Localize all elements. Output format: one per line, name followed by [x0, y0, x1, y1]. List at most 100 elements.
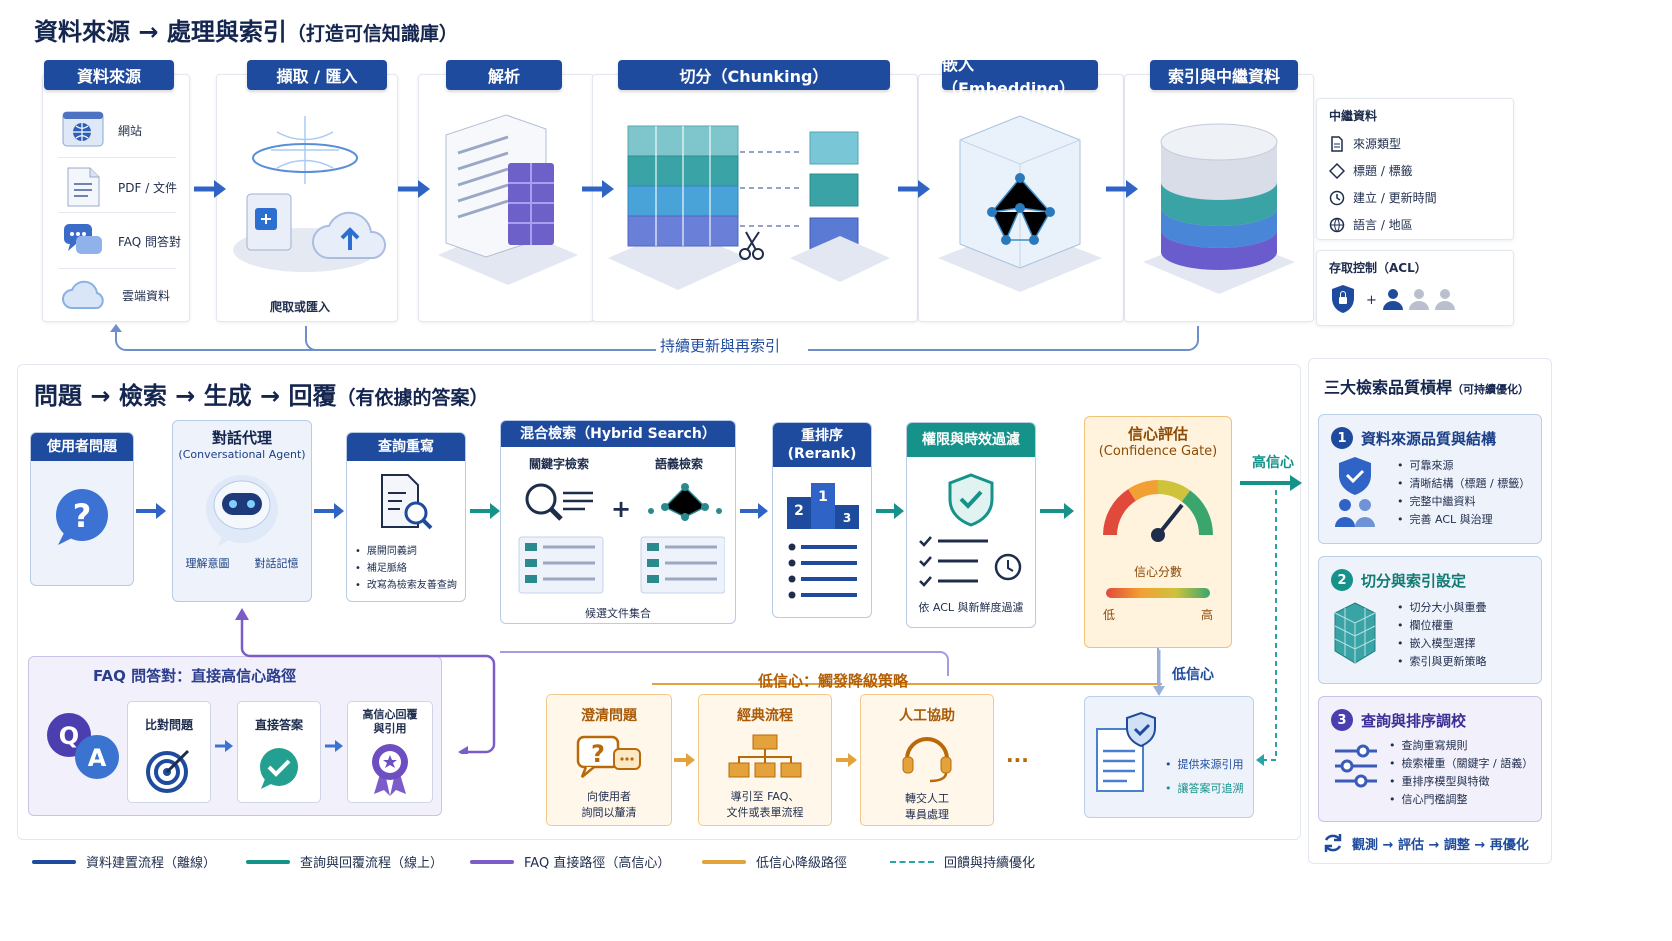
quality-subtitle: （可持續優化） [1452, 383, 1530, 396]
clock-icon [1329, 190, 1345, 205]
lever-bullet: 查詢重寫規則 [1389, 737, 1533, 755]
agent-panel: 對話代理 (Conversational Agent) 理解意圖 對話記憶 [172, 420, 312, 602]
rewrite-title: 查詢重寫 [347, 433, 465, 461]
ingest-illustration [233, 116, 386, 272]
stage-ingest: 擷取 / 匯入 [247, 60, 387, 90]
fallback-more: ··· [1006, 748, 1029, 772]
confidence-high-label: 高 [1200, 608, 1213, 622]
faq-step-direct: 直接答案 [237, 701, 321, 803]
agent-title: 對話代理 [211, 429, 272, 447]
headset-icon [902, 737, 952, 783]
source-label: PDF / 文件 [118, 180, 178, 195]
metadata-panel: 中繼資料 來源類型 標題 / 標籤 建立 / 更新時間 語言 / 地區 [1316, 98, 1514, 240]
legend-swatch [32, 859, 76, 864]
filter-caption: 依 ACL 與新鮮度過濾 [918, 601, 1024, 614]
low-conf-arrow [1153, 650, 1165, 696]
agent-subtitle: (Conversational Agent) [178, 448, 306, 461]
legend-swatch [470, 859, 514, 864]
caption-line: 轉交人工 [905, 792, 949, 805]
hybrid-plus: + [611, 495, 632, 523]
doc-shield-icon [1096, 711, 1156, 792]
caption-line: 導引至 FAQ、 [730, 790, 800, 803]
stage-parse: 解析 [446, 60, 562, 90]
metadata-item: 來源類型 [1329, 130, 1501, 157]
lever-bullet: 切分大小與重疊 [1397, 599, 1487, 617]
lever-bullet: 檢索權重（關鍵字 / 語義） [1389, 755, 1534, 773]
user-question-title: 使用者問題 [31, 433, 133, 461]
lever-bullet: 完整中繼資料 [1397, 493, 1530, 511]
top-title-text: 資料來源 → 處理與索引 [34, 18, 287, 46]
stage-embedding: 嵌入（Embedding） [942, 55, 1098, 98]
user-icon [1409, 289, 1429, 310]
checklist-clock-icon [919, 536, 1022, 587]
arrow-right-icon [1106, 180, 1138, 198]
arrow-right-icon [215, 740, 233, 752]
lever-title: 查詢與排序調校 [1361, 711, 1467, 730]
tag-icon [1329, 162, 1345, 179]
confidence-bar [1106, 588, 1210, 598]
agent-label-intent: 理解意圖 [185, 557, 230, 570]
refresh-label: 持續更新與再索引 [656, 335, 785, 356]
question-bubble-icon: ? [56, 489, 108, 545]
lever-number: 3 [1331, 709, 1353, 731]
metadata-item: 標題 / 標籤 [1329, 157, 1501, 184]
stage-chunking: 切分（Chunking） [618, 60, 890, 90]
answer-bullets: 提供來源引用 讓答案可追溯 [1165, 753, 1244, 801]
magnifier-icon [525, 483, 563, 521]
fallback-title: 低信心：觸發降級策略 [758, 672, 909, 690]
legend-swatch [890, 860, 934, 863]
faq-step-title: 比對問題 [144, 718, 193, 732]
flowchart-icon [728, 734, 802, 778]
acl-panel: 存取控制（ACL） + [1316, 250, 1514, 326]
arrow-right-icon [1040, 503, 1074, 519]
file-icon [1331, 135, 1343, 152]
refresh-loop-line [110, 324, 1199, 351]
ingest-card [216, 74, 398, 322]
arrow-right-icon [836, 753, 857, 767]
rewrite-bullet: 改寫為檢索友善查詢 [355, 577, 465, 594]
legend-label: 回饋與持續優化 [944, 856, 1036, 871]
fallback-clarify-title: 澄清問題 [581, 708, 637, 724]
lever-bullets: 切分大小與重疊 欄位權重 嵌入模型選擇 索引與更新策略 [1397, 599, 1487, 671]
podium: 2 1 3 [787, 483, 859, 529]
embedding-illustration [938, 115, 1102, 292]
bottom-title-text: 問題 → 檢索 → 生成 → 回覆 [34, 382, 337, 410]
optimize-cycle: 觀測 → 評估 → 調整 → 再優化 [1322, 832, 1529, 854]
bottom-title: 問題 → 檢索 → 生成 → 回覆（有依據的答案） [34, 376, 488, 411]
rerank-subtitle: (Rerank) [787, 446, 857, 462]
quality-frame [1308, 358, 1552, 864]
arrow-right-icon [898, 180, 930, 198]
stage-sources: 資料來源 [44, 60, 174, 90]
fallback-clarify: 澄清問題 ? 向使用者詢問以釐清 [546, 694, 672, 826]
lever-bullets: 可靠來源 清晰結構（標題 / 標籤） 完整中繼資料 完善 ACL 與治理 [1397, 457, 1531, 529]
legend-label: 低信心降級路徑 [756, 856, 848, 871]
legend-online: 查詢與回覆流程（線上） [246, 852, 443, 871]
arrow-right-icon [740, 503, 768, 519]
chunk-illustration [608, 125, 890, 290]
high-conf-label: 高信心 [1252, 455, 1294, 471]
lever-bullet: 完善 ACL 與治理 [1397, 511, 1530, 529]
document-icon [67, 167, 100, 207]
arrow-right-icon [194, 180, 226, 198]
confidence-panel: 信心評估 (Confidence Gate) 信心分數 低 高 [1084, 416, 1232, 648]
ingest-caption: 爬取或匯入 [270, 300, 331, 314]
question-chat-icon: ? [576, 735, 641, 778]
source-item-cloud: 雲端資料 [60, 274, 170, 316]
metadata-title: 中繼資料 [1329, 109, 1378, 123]
optimize-cycle-text: 觀測 → 評估 → 調整 → 再優化 [1352, 837, 1529, 853]
faq-title: FAQ 問答對：直接高信心路徑 [93, 667, 297, 685]
chat-icon [64, 224, 102, 254]
shield-check-icon [948, 473, 994, 527]
podium-1: 1 [811, 483, 835, 529]
legend-offline: 資料建置流程（離線） [32, 852, 216, 871]
svg-text:A: A [88, 744, 107, 772]
doc-search-icon [381, 474, 433, 530]
fallback-clarify-caption: 向使用者詢問以釐清 [547, 789, 671, 821]
candidate-docs-caption: 候選文件集合 [585, 607, 651, 620]
source-item-faq: FAQ 問答對 [60, 218, 181, 264]
answer-panel: 提供來源引用 讓答案可追溯 [1084, 696, 1254, 818]
confidence-score-label: 信心分數 [1133, 565, 1182, 579]
rewrite-panel: 查詢重寫 展開同義詞 補足脈絡 改寫為檢索友善查詢 [346, 432, 466, 602]
